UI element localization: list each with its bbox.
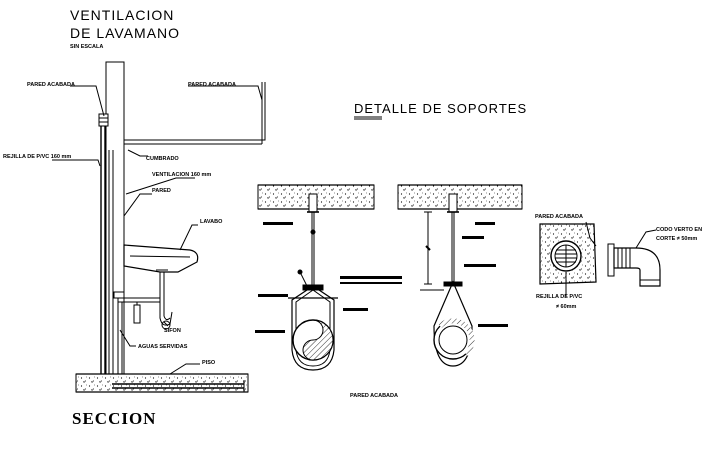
- detail-title-text: DETALLE DE SOPORTES: [354, 101, 527, 116]
- detail-title: DETALLE DE SOPORTES: [354, 101, 527, 120]
- label-pared: PARED: [152, 188, 171, 194]
- section-label: SECCION: [72, 409, 156, 428]
- title-line1: VENTILACION: [70, 7, 174, 23]
- label-rejilla-pvc-left: REJILLA DE P/VC 160 mm: [3, 154, 71, 160]
- label-cumbrado: CUMBRADO: [146, 156, 179, 162]
- label-lavabo: LAVABO: [200, 219, 223, 225]
- label-pared-acabada-bottom: PARED ACABADA: [350, 393, 398, 399]
- label-ventilacion: VENTILACION 160 mm: [152, 172, 211, 178]
- label-pared-acabada-left: PARED ACABADA: [27, 82, 75, 88]
- label-pared-acabada-top: PARED ACABADA: [188, 82, 236, 88]
- section-drawing: [52, 61, 266, 393]
- title-block: VENTILACION DE LAVAMANO SIN ESCALA: [70, 7, 180, 50]
- label-sifon: SIFON: [164, 328, 181, 334]
- section-labels: PARED ACABADA PARED ACABADA REJILLA DE P…: [3, 82, 236, 366]
- scale-note: SIN ESCALA: [70, 44, 103, 50]
- grille-labels: PARED ACABADA CODO VERTO EN CORTE ≠ 50mm…: [535, 214, 702, 310]
- label-aguas-servidas: AGUAS SERVIDAS: [138, 344, 188, 350]
- support-detail-1: [255, 184, 402, 371]
- label-codo-line1: CODO VERTO EN: [656, 227, 702, 233]
- label-piso: PISO: [202, 360, 216, 366]
- title-line2: DE LAVAMANO: [70, 25, 180, 41]
- label-codo-line2: CORTE ≠ 50mm: [656, 236, 697, 242]
- support-detail-2: [397, 184, 523, 367]
- label-pared-acabada-right: PARED ACABADA: [535, 214, 583, 220]
- label-rejilla-size: ≠ 60mm: [556, 304, 577, 310]
- label-rejilla-pvc-right: REJILLA DE P/VC: [536, 294, 582, 300]
- grille-detail: [539, 221, 661, 296]
